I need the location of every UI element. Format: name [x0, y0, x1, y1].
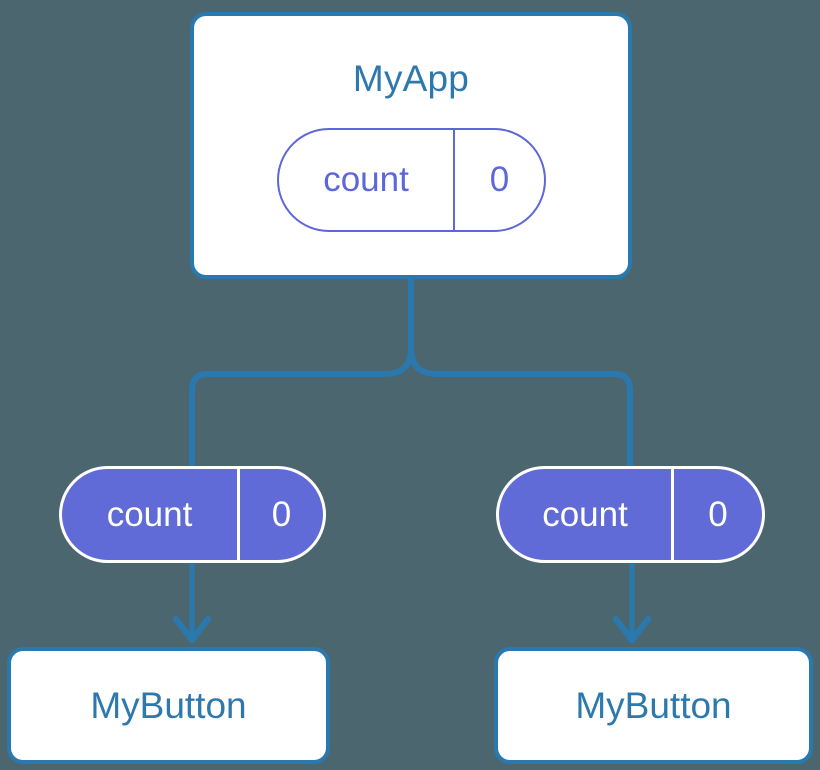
state-pill-value: 0 — [671, 469, 762, 560]
tree-branch-right — [408, 347, 633, 468]
state-pill-myapp[interactable]: count 0 — [277, 128, 546, 232]
tree-branch-left — [189, 347, 414, 468]
state-pill-child-right[interactable]: count 0 — [496, 466, 765, 563]
component-card-mybutton-left[interactable]: MyButton — [7, 647, 330, 764]
state-pill-value: 0 — [237, 469, 323, 560]
state-pill-key: count — [542, 494, 628, 534]
arrow-right-pill-to-button — [613, 563, 651, 643]
component-card-mybutton-right[interactable]: MyButton — [494, 647, 813, 764]
state-pill-key: count — [106, 494, 193, 534]
component-title-mybutton: MyButton — [90, 685, 247, 726]
component-title-mybutton: MyButton — [575, 685, 732, 726]
state-pill-child-left[interactable]: count 0 — [59, 466, 326, 563]
arrow-left-pill-to-button — [173, 563, 211, 643]
state-pill-key: count — [323, 160, 409, 199]
component-title-myapp: MyApp — [352, 58, 470, 99]
state-pill-value: 0 — [453, 130, 544, 230]
